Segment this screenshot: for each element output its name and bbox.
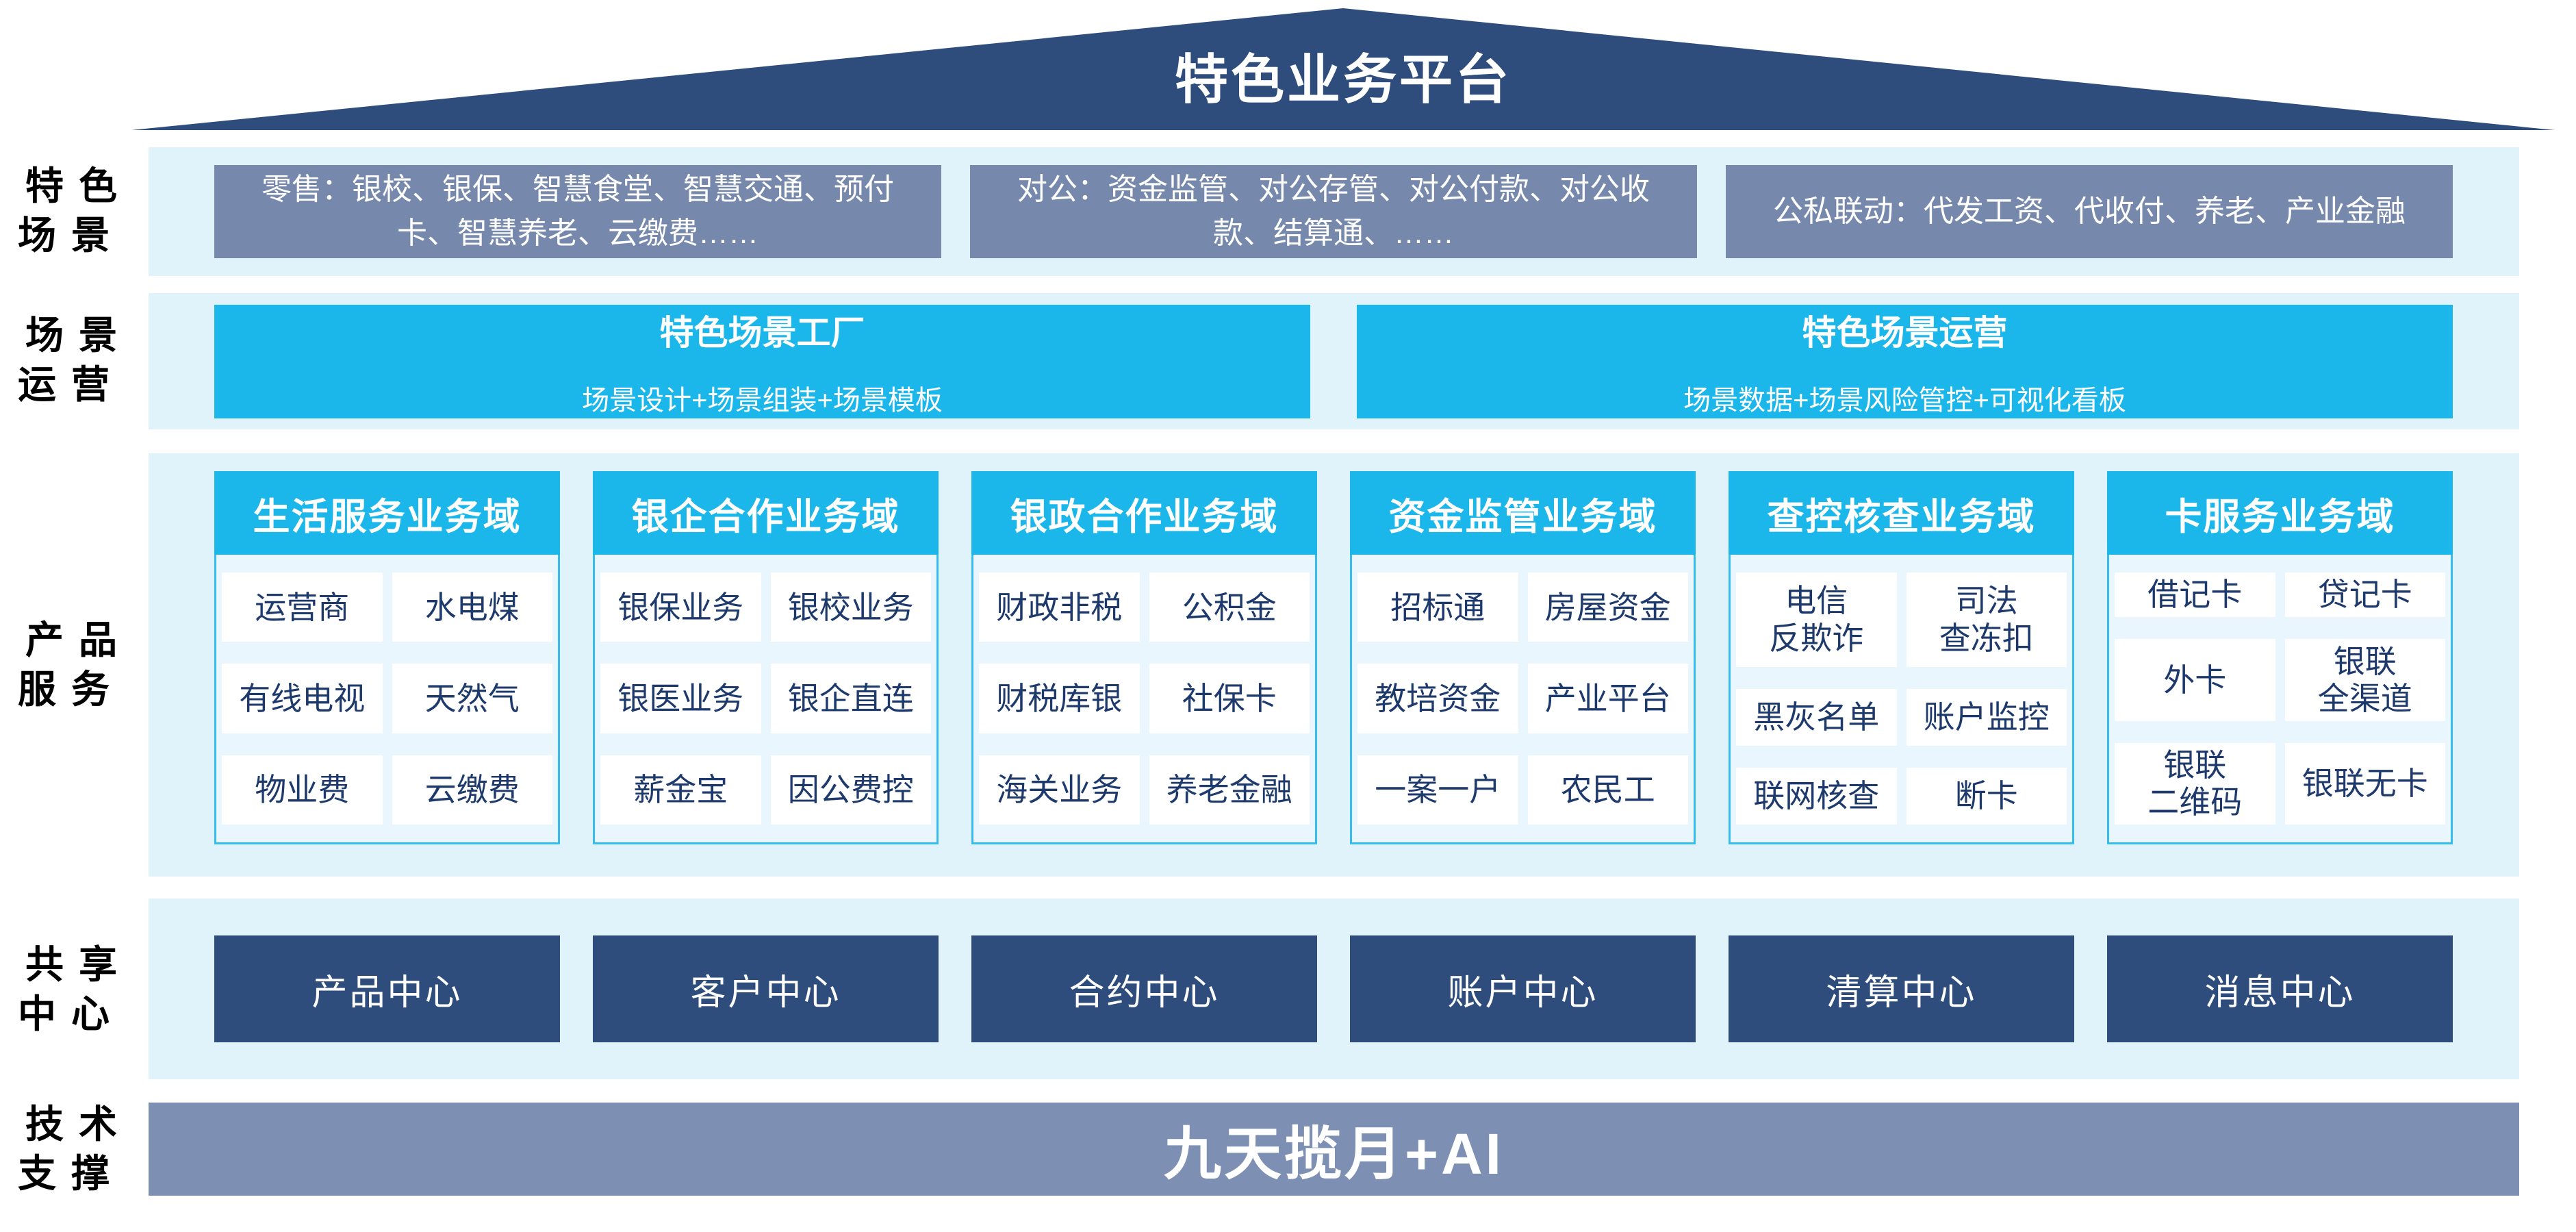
- column-body: 借记卡 贷记卡 外卡 银联 全渠道 银联 二维码 银联无卡: [2107, 555, 2453, 844]
- product-cell: 断卡: [1906, 767, 2067, 825]
- column-header: 银企合作业务域: [593, 471, 939, 555]
- scenario-box-retail: 零售：银校、银保、智慧食堂、智慧交通、预付卡、智慧养老、云缴费……: [214, 165, 941, 258]
- product-cell: 银联 二维码: [2115, 742, 2275, 825]
- scene-operation-title: 特色场景运营: [1802, 313, 2008, 352]
- scenario-band: 零售：银校、银保、智慧食堂、智慧交通、预付卡、智慧养老、云缴费…… 对公：资金监…: [149, 147, 2519, 276]
- product-column-inquiry-verification: 查控核查业务域 电信 反欺诈 司法 查冻扣 黑灰名单 账户监控 联网核查 断卡: [1729, 471, 2074, 844]
- product-cell: 水电煤: [392, 573, 552, 642]
- product-column-bank-government: 银政合作业务域 财政非税 公积金 财税库银 社保卡 海关业务 养老金融: [971, 471, 1317, 844]
- product-column-fund-supervision: 资金监管业务域 招标通 房屋资金 教培资金 产业平台 一案一户 农民工: [1350, 471, 1696, 844]
- product-cell: 银保业务: [600, 573, 761, 642]
- product-cell: 账户监控: [1906, 688, 2067, 746]
- shared-center-band: 产品中心 客户中心 合约中心 账户中心 清算中心 消息中心: [149, 898, 2519, 1079]
- product-cell: 司法 查冻扣: [1906, 573, 2067, 667]
- tech-support-bar: 九天揽月+AI: [149, 1103, 2519, 1196]
- product-column-life-service: 生活服务业务域 运营商 水电煤 有线电视 天然气 物业费 云缴费: [214, 471, 560, 844]
- section-label-scenario: 特色 场景: [18, 164, 132, 257]
- scene-factory-box: 特色场景工厂 场景设计+场景组装+场景模板: [214, 304, 1310, 418]
- scene-factory-title: 特色场景工厂: [659, 313, 865, 352]
- column-body: 银保业务 银校业务 银医业务 银企直连 薪金宝 因公费控: [593, 555, 939, 844]
- product-cell: 一案一户: [1357, 755, 1518, 825]
- product-column-bank-enterprise: 银企合作业务域 银保业务 银校业务 银医业务 银企直连 薪金宝 因公费控: [593, 471, 939, 844]
- product-cell: 薪金宝: [600, 755, 761, 825]
- center-box-customer: 客户中心: [593, 935, 939, 1042]
- column-body: 电信 反欺诈 司法 查冻扣 黑灰名单 账户监控 联网核查 断卡: [1729, 555, 2074, 844]
- column-body: 财政非税 公积金 财税库银 社保卡 海关业务 养老金融: [971, 555, 1317, 844]
- center-box-product: 产品中心: [214, 935, 560, 1042]
- center-box-message: 消息中心: [2107, 935, 2453, 1042]
- product-cell: 社保卡: [1149, 664, 1310, 733]
- product-cell: 物业费: [222, 755, 383, 825]
- product-cell: 房屋资金: [1527, 573, 1688, 642]
- column-body: 运营商 水电煤 有线电视 天然气 物业费 云缴费: [214, 555, 560, 844]
- product-cell: 公积金: [1149, 573, 1310, 642]
- product-cell: 贷记卡: [2284, 573, 2445, 618]
- section-label-tech: 技术 支撑: [18, 1103, 132, 1195]
- product-cell: 银医业务: [600, 664, 761, 733]
- platform-title: 特色业务平台: [1174, 49, 1512, 110]
- product-cell: 银联无卡: [2284, 742, 2445, 825]
- scene-operation-box: 特色场景运营 场景数据+场景风险管控+可视化看板: [1357, 304, 2453, 418]
- scenario-box-public-private: 公私联动：代发工资、代收付、养老、产业金融: [1726, 165, 2453, 258]
- product-cell: 运营商: [222, 573, 383, 642]
- product-cell: 银校业务: [770, 573, 931, 642]
- product-cell: 教培资金: [1357, 664, 1518, 733]
- product-cell: 因公费控: [770, 755, 931, 825]
- platform-roof: 特色业务平台: [131, 8, 2555, 130]
- product-cell: 招标通: [1357, 573, 1518, 642]
- product-cell: 农民工: [1527, 755, 1688, 825]
- product-cell: 联网核查: [1736, 767, 1897, 825]
- product-cell: 财政非税: [979, 573, 1140, 642]
- operation-band: 特色场景工厂 场景设计+场景组装+场景模板 特色场景运营 场景数据+场景风险管控…: [149, 293, 2519, 429]
- section-label-product: 产品 服务: [18, 618, 132, 711]
- center-box-contract: 合约中心: [971, 935, 1317, 1042]
- product-column-card-service: 卡服务业务域 借记卡 贷记卡 外卡 银联 全渠道 银联 二维码 银联无卡: [2107, 471, 2453, 844]
- column-header: 资金监管业务域: [1350, 471, 1696, 555]
- product-band: 生活服务业务域 运营商 水电煤 有线电视 天然气 物业费 云缴费 银企合作业务域…: [149, 453, 2519, 877]
- section-label-shared: 共享 中心: [18, 943, 132, 1035]
- scene-factory-subtitle: 场景设计+场景组装+场景模板: [582, 385, 943, 416]
- product-cell: 产业平台: [1527, 664, 1688, 733]
- column-header: 银政合作业务域: [971, 471, 1317, 555]
- column-body: 招标通 房屋资金 教培资金 产业平台 一案一户 农民工: [1350, 555, 1696, 844]
- column-header: 卡服务业务域: [2107, 471, 2453, 555]
- product-cell: 云缴费: [392, 755, 552, 825]
- product-cell: 银联 全渠道: [2284, 639, 2445, 721]
- scene-operation-subtitle: 场景数据+场景风险管控+可视化看板: [1683, 385, 2126, 416]
- scenario-box-corporate: 对公：资金监管、对公存管、对公付款、对公收款、结算通、……: [970, 165, 1697, 258]
- column-header: 生活服务业务域: [214, 471, 560, 555]
- product-cell: 银企直连: [770, 664, 931, 733]
- product-cell: 电信 反欺诈: [1736, 573, 1897, 667]
- section-label-operation: 场景 运营: [18, 314, 132, 406]
- product-cell: 有线电视: [222, 664, 383, 733]
- center-box-settlement: 清算中心: [1729, 935, 2074, 1042]
- product-cell: 借记卡: [2115, 573, 2275, 618]
- product-cell: 财税库银: [979, 664, 1140, 733]
- product-cell: 海关业务: [979, 755, 1140, 825]
- center-box-account: 账户中心: [1350, 935, 1696, 1042]
- product-cell: 天然气: [392, 664, 552, 733]
- product-cell: 外卡: [2115, 639, 2275, 721]
- column-header: 查控核查业务域: [1729, 471, 2074, 555]
- product-cell: 黑灰名单: [1736, 688, 1897, 746]
- product-cell: 养老金融: [1149, 755, 1310, 825]
